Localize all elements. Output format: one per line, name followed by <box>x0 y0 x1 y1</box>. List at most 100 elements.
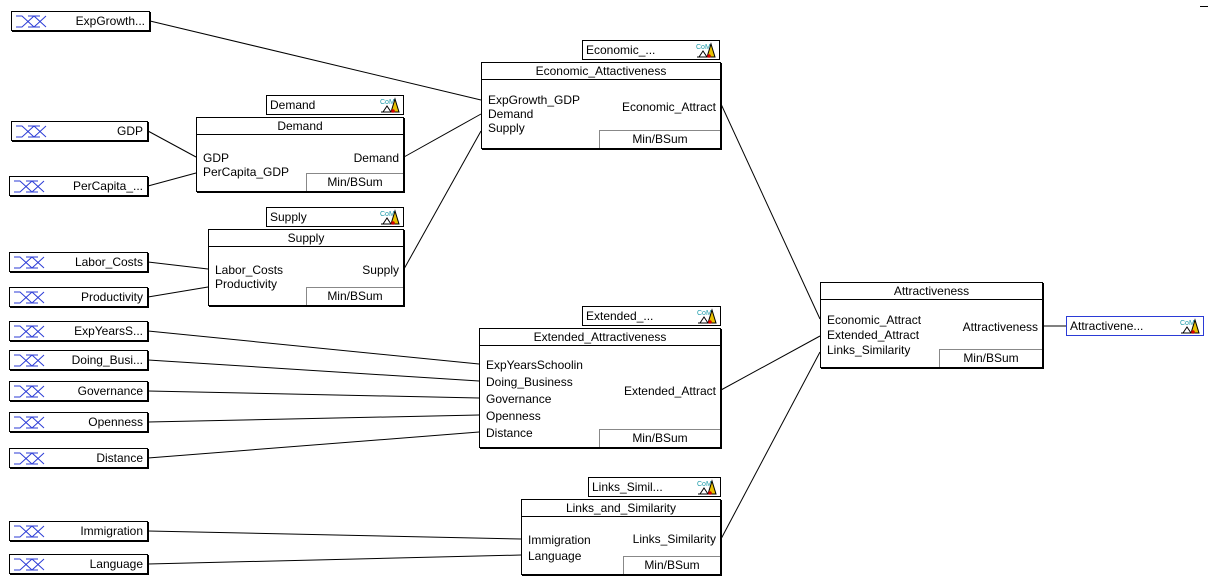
inference-method: Min/BSum <box>599 429 720 447</box>
rule-block-inputs: ExpYearsSchoolin Doing_Business Governan… <box>486 357 583 442</box>
input-label: PerCapita_GDP <box>203 165 290 179</box>
tag-label: Demand <box>270 98 316 112</box>
inference-method: Min/BSum <box>623 556 720 574</box>
com-defuzzify-icon: CoM <box>380 209 400 225</box>
membership-function-icon <box>14 558 45 571</box>
rule-block-supply[interactable]: Supply Labor_Costs Productivity Supply M… <box>208 229 404 306</box>
variable-label: Immigration <box>80 524 143 538</box>
input-variable-doing-business[interactable]: Doing_Busi... <box>9 350 148 370</box>
input-variable-productivity[interactable]: Productivity <box>9 287 148 307</box>
input-variable-openness[interactable]: Openness <box>9 412 148 432</box>
wire-gdp-demand <box>147 130 197 158</box>
wire-governance-extended <box>147 390 480 399</box>
output-label: Supply <box>362 263 399 277</box>
input-variable-immigration[interactable]: Immigration <box>9 521 148 541</box>
input-variable-gdp[interactable]: GDP <box>11 121 148 141</box>
variable-label: ExpGrowth... <box>75 14 145 28</box>
output-variable-attractiveness[interactable]: Attractivene... CoM <box>1066 316 1204 336</box>
output-label: Economic_Attract <box>621 100 716 114</box>
rule-block-attractiveness[interactable]: Attractiveness Economic_Attract Extended… <box>820 282 1043 368</box>
inference-method: Min/BSum <box>939 349 1042 367</box>
demand-block-tag[interactable]: Demand CoM <box>266 95 404 115</box>
variable-label: Productivity <box>80 290 143 304</box>
rule-block-inputs: Labor_Costs Productivity <box>215 263 283 291</box>
input-label: Immigration <box>528 533 591 547</box>
input-variable-distance[interactable]: Distance <box>9 448 148 468</box>
input-label: Demand <box>488 107 534 121</box>
wire-labor-supply <box>147 261 209 270</box>
com-defuzzify-icon: CoM <box>697 479 717 495</box>
rule-block-demand[interactable]: Demand GDP PerCapita_GDP Demand Min/BSum <box>196 117 404 192</box>
input-label: Governance <box>486 392 552 406</box>
membership-function-icon <box>16 125 47 138</box>
tag-label: Links_Simil... <box>592 480 663 494</box>
wire-immigration-links <box>147 530 522 540</box>
variable-label: Attractivene... <box>1070 319 1144 333</box>
supply-block-tag[interactable]: Supply CoM <box>266 207 404 227</box>
membership-function-icon <box>14 325 45 338</box>
wire-distance-extended <box>147 431 480 459</box>
rule-block-title: Links_and_Similarity <box>522 500 720 517</box>
variable-label: ExpYearsS... <box>74 324 143 338</box>
input-variable-governance[interactable]: Governance <box>9 381 148 401</box>
svg-text:CoM: CoM <box>380 99 395 106</box>
input-label: ExpGrowth_GDP <box>488 93 581 107</box>
input-variable-expyears[interactable]: ExpYearsS... <box>9 321 148 341</box>
membership-function-icon <box>14 256 45 269</box>
wire-expgrowth-economic <box>149 20 482 101</box>
input-label: Productivity <box>215 277 278 291</box>
rule-block-title: Supply <box>209 230 403 247</box>
input-variable-expgrowth[interactable]: ExpGrowth... <box>11 11 150 31</box>
membership-function-icon <box>14 291 45 304</box>
inference-method: Min/BSum <box>599 130 720 148</box>
input-label: ExpYearsSchoolin <box>486 358 583 372</box>
wire-supply-economic <box>403 130 482 270</box>
wire-expyears-extended <box>147 330 480 365</box>
variable-label: Openness <box>88 415 143 429</box>
membership-function-icon <box>14 525 45 538</box>
rule-block-extended[interactable]: Extended_Attractiveness ExpYearsSchoolin… <box>479 328 721 448</box>
links-block-tag[interactable]: Links_Simil... CoM <box>588 477 721 497</box>
wire-productivity-supply <box>147 286 209 298</box>
rule-block-title: Demand <box>197 118 403 135</box>
membership-function-icon <box>14 416 45 429</box>
input-variable-language[interactable]: Language <box>9 554 148 574</box>
wire-extended-attractiveness <box>720 335 821 391</box>
com-defuzzify-icon: CoM <box>697 308 717 324</box>
inference-method: Min/BSum <box>306 287 403 305</box>
output-label: Demand <box>353 151 399 165</box>
membership-function-icon <box>14 385 45 398</box>
variable-label: Governance <box>77 384 143 398</box>
rule-block-economic[interactable]: Economic_Attactiveness ExpGrowth_GDP Dem… <box>481 62 721 149</box>
input-label: Economic_Attract <box>827 313 922 327</box>
tag-label: Economic_... <box>586 43 656 57</box>
tag-label: Extended_... <box>586 309 654 323</box>
input-variable-labor-costs[interactable]: Labor_Costs <box>9 252 148 272</box>
economic-block-tag[interactable]: Economic_... CoM <box>582 40 720 60</box>
inference-method: Min/BSum <box>306 173 403 191</box>
tag-label: Supply <box>270 210 307 224</box>
input-label: Language <box>528 549 582 563</box>
rule-block-inputs: Economic_Attract Extended_Attract Links_… <box>827 313 921 358</box>
extended-block-tag[interactable]: Extended_... CoM <box>582 306 721 326</box>
variable-label: Doing_Busi... <box>71 353 143 367</box>
rule-block-inputs: GDP PerCapita_GDP <box>203 151 289 179</box>
output-label: Attractiveness <box>962 320 1038 334</box>
svg-text:CoM: CoM <box>697 481 712 488</box>
output-label: Links_Similarity <box>632 532 716 546</box>
input-variable-percapita[interactable]: PerCapita_... <box>9 176 148 196</box>
wire-doing-extended <box>147 359 480 382</box>
rule-block-links[interactable]: Links_and_Similarity Immigration Languag… <box>521 499 721 575</box>
rule-block-title: Attractiveness <box>821 283 1042 300</box>
variable-label: Distance <box>96 451 143 465</box>
rule-block-title: Economic_Attactiveness <box>482 63 720 80</box>
membership-function-icon <box>14 180 45 193</box>
membership-function-icon <box>16 15 47 28</box>
rule-block-inputs: ExpGrowth_GDP Demand Supply <box>488 93 580 135</box>
input-label: Extended_Attract <box>827 328 920 342</box>
wire-demand-economic <box>403 113 482 158</box>
com-defuzzify-icon: CoM <box>1180 318 1200 334</box>
membership-function-icon <box>14 452 45 465</box>
wire-language-links <box>147 554 522 565</box>
